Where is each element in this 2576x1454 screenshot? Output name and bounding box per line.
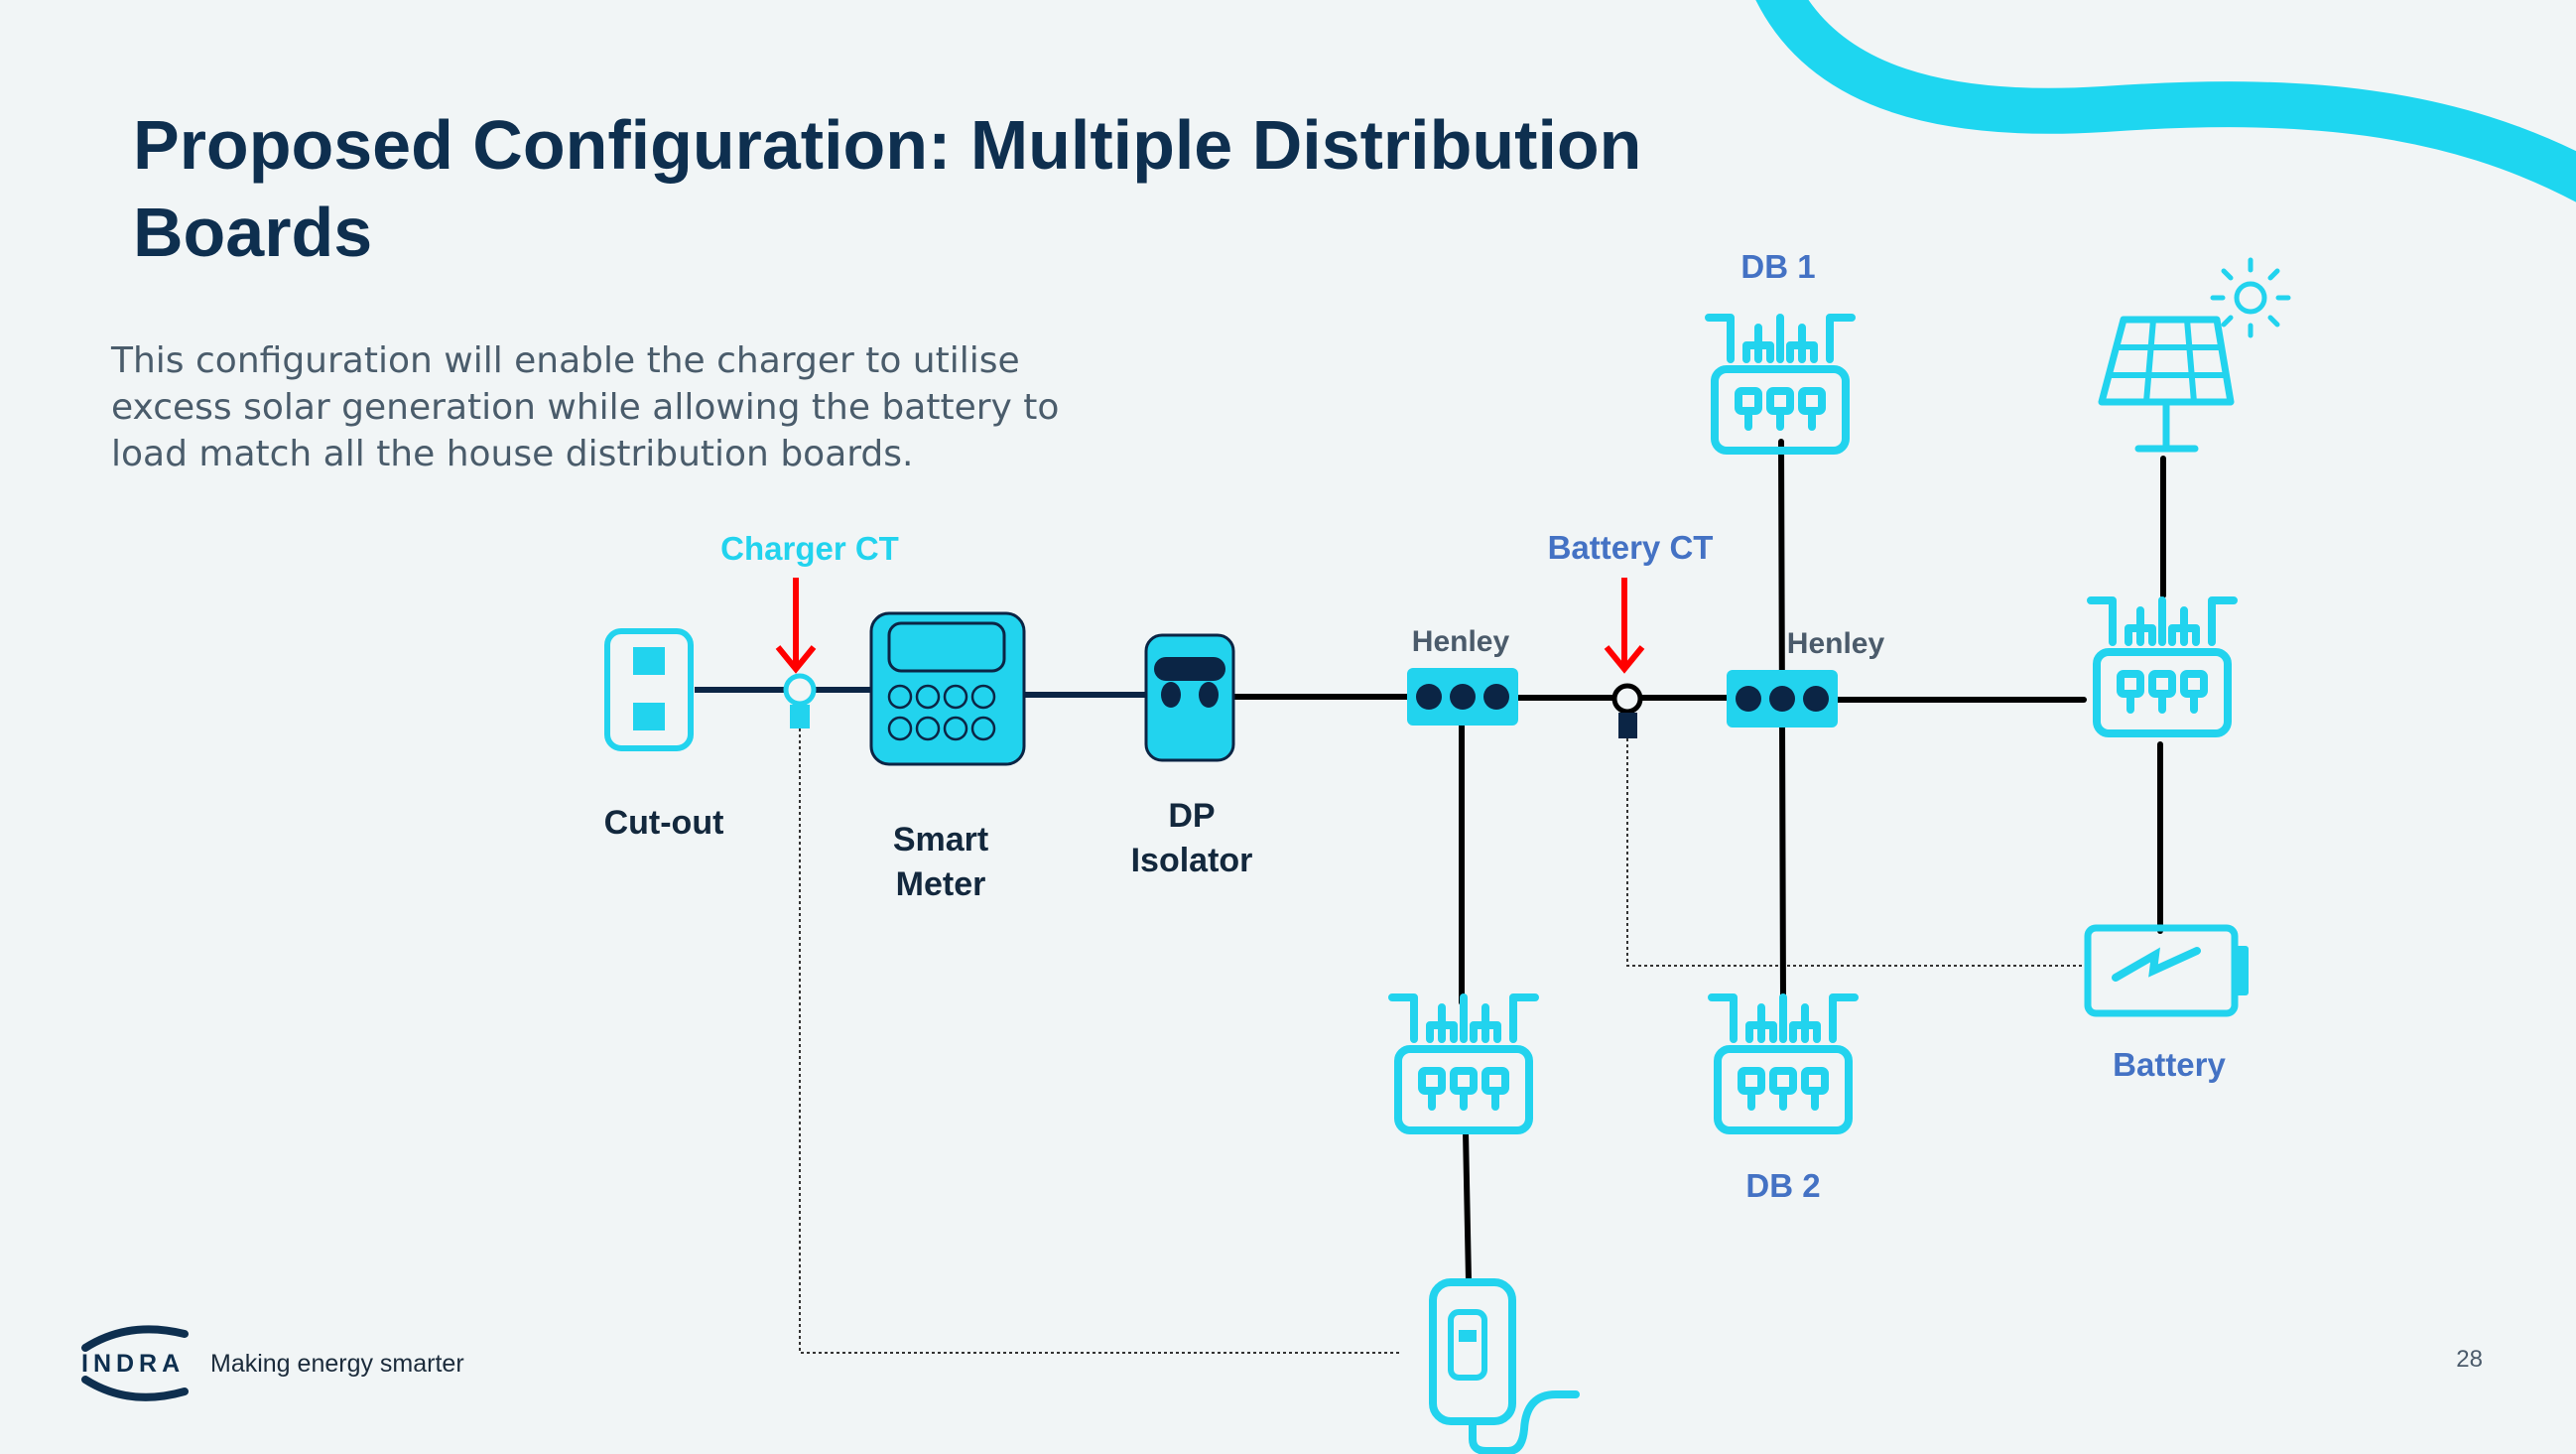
db1-distribution-board-icon	[1709, 318, 1852, 451]
consumer-unit-distribution-board-icon	[2091, 600, 2234, 733]
charger-ct-label: Charger CT	[720, 530, 899, 567]
dp-isolator-label-line1: DP	[1168, 797, 1215, 835]
slide-title-line2: Boards	[133, 194, 372, 271]
cutout-label: Cut-out	[604, 804, 724, 842]
page-number: 28	[2456, 1346, 2483, 1373]
ev-charger-icon	[1429, 1278, 1580, 1454]
wire-db-charger-to-ev	[1463, 1128, 1472, 1283]
henley-block-icon	[1407, 668, 1518, 726]
charger-distribution-board-icon	[1392, 997, 1535, 1130]
ct-clamp-icon	[783, 673, 817, 728]
decorative-wave	[1755, 0, 2576, 202]
footer-tagline: Making energy smarter	[210, 1350, 464, 1378]
battery-ct-label: Battery CT	[1548, 529, 1714, 566]
henley1-label: Henley	[1412, 625, 1510, 658]
smart-meter-label-line2: Meter	[896, 865, 986, 903]
battery-icon	[2084, 924, 2249, 1017]
slide-title-line1: Proposed Configuration: Multiple Distrib…	[133, 106, 1641, 184]
db2-label: DB 2	[1745, 1167, 1820, 1204]
solar-panel-icon	[2098, 316, 2235, 453]
charger-ct-arrow-icon	[775, 578, 817, 674]
db1-label: DB 1	[1740, 248, 1815, 285]
body-text-line1: This configuration will enable the charg…	[110, 340, 1020, 381]
battery-ct-clamp-icon	[1611, 683, 1643, 738]
battery-ct-arrow-icon	[1604, 578, 1645, 674]
smart-meter-label-line1: Smart	[893, 821, 988, 859]
dp-isolator-icon	[1144, 633, 1235, 762]
body-text-line2: excess solar generation while allowing t…	[111, 387, 1059, 428]
cutout-icon	[604, 628, 694, 751]
logo-text: INDRA	[81, 1350, 185, 1378]
indra-logo: INDRA	[81, 1325, 189, 1401]
battery-ct-signal-line	[1626, 738, 2086, 967]
battery-label: Battery	[2113, 1046, 2226, 1083]
henley2-label: Henley	[1787, 627, 1885, 660]
henley-block-icon-2	[1727, 670, 1838, 727]
smart-meter-icon	[869, 611, 1026, 766]
dp-isolator-label-line2: Isolator	[1131, 842, 1253, 879]
db2-distribution-board-icon	[1712, 997, 1855, 1130]
body-text-line3: load match all the house distribution bo…	[111, 434, 913, 474]
sun-icon	[2210, 257, 2291, 338]
charger-ct-signal-line	[799, 723, 1401, 1354]
